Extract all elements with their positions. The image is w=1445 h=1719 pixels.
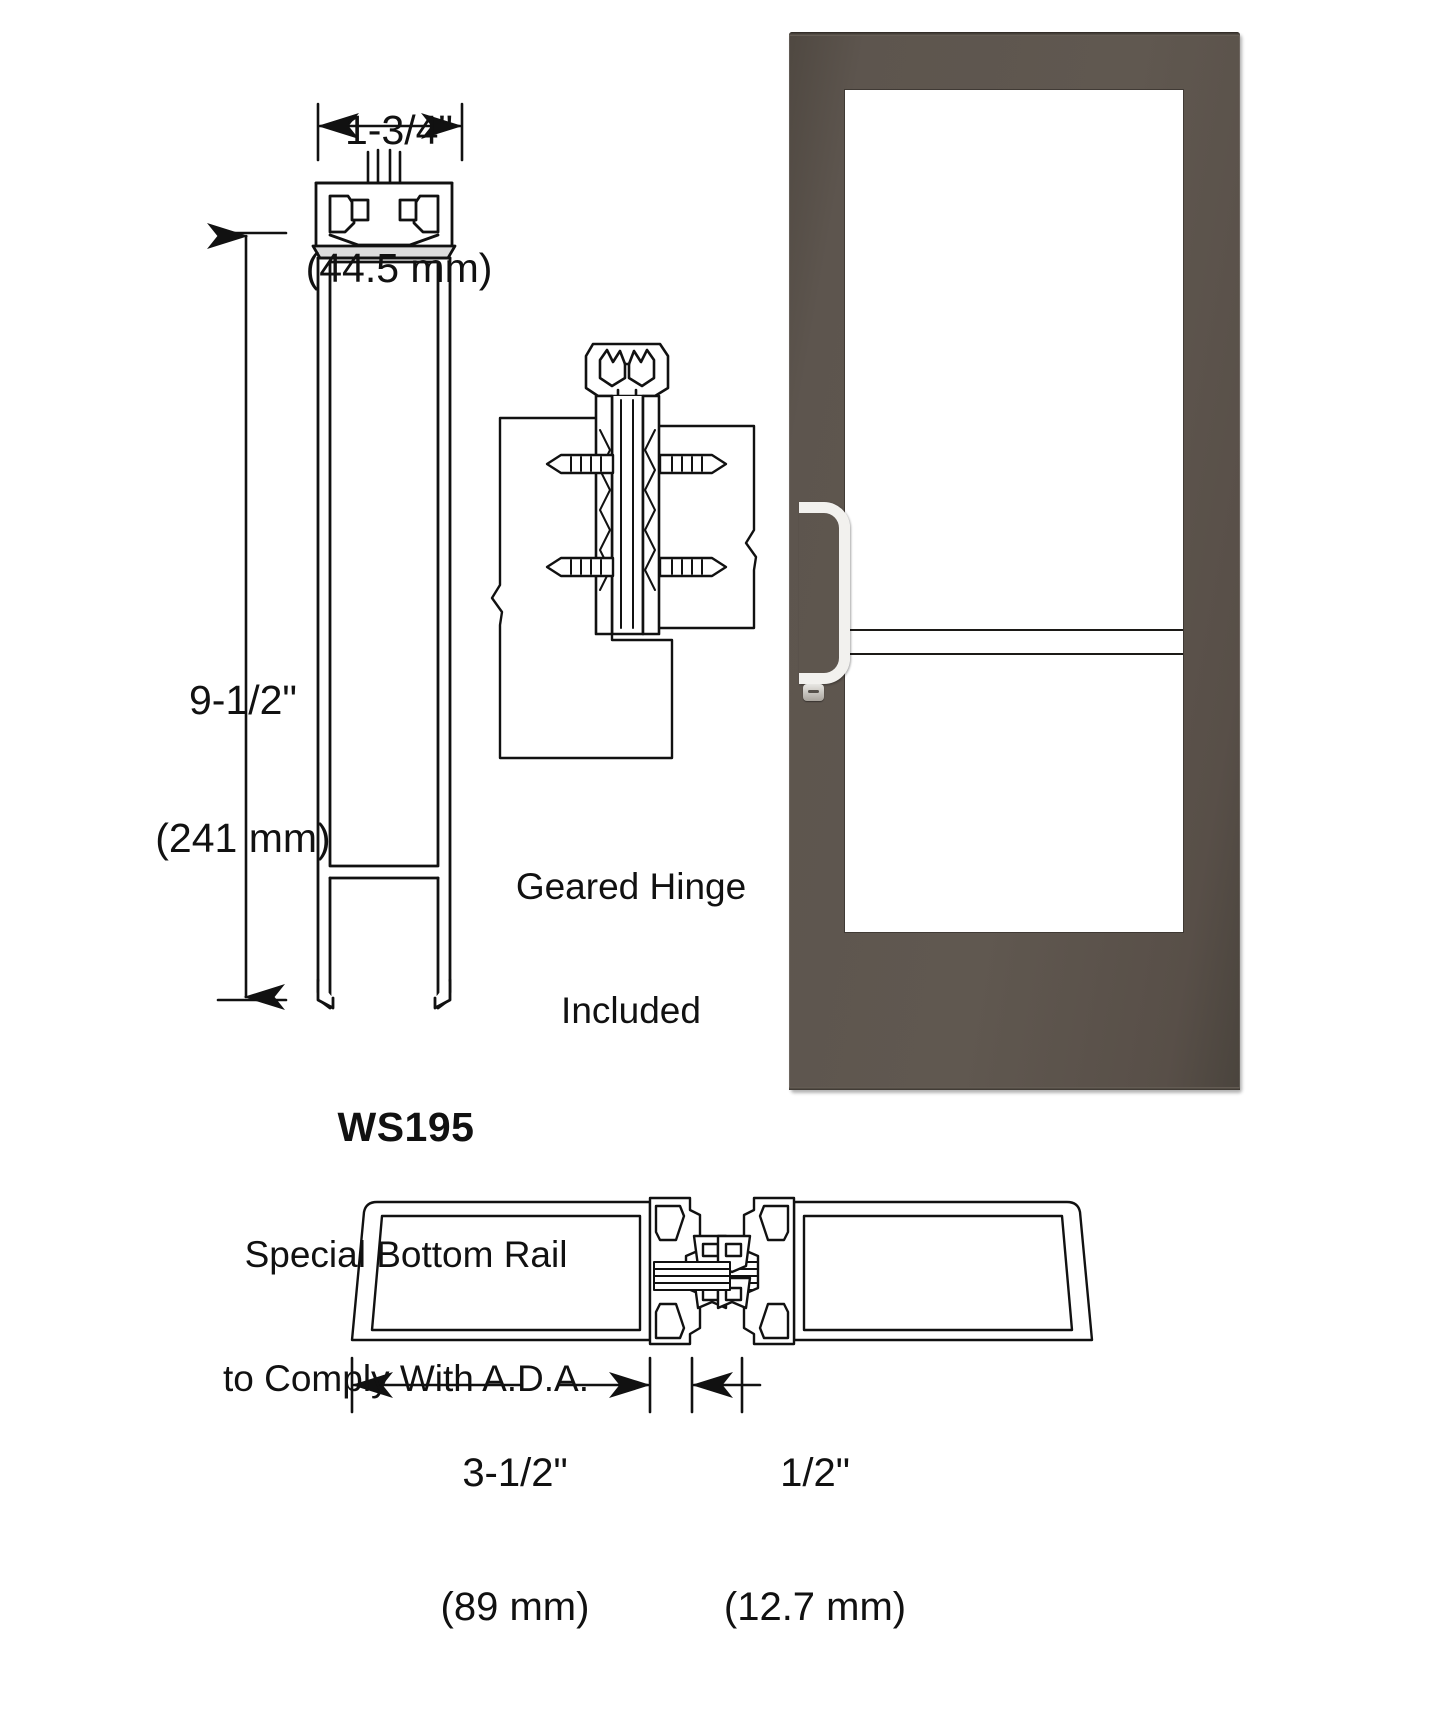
door-elevation <box>789 32 1240 1090</box>
bottom-rail-label: WS195 Special Bottom Rail to Comply With… <box>206 1022 606 1482</box>
glazing-gap-imperial: 1/2" <box>780 1450 850 1495</box>
geared-hinge-label: Geared Hinge Included <box>506 783 756 1115</box>
door-pull-handle[interactable] <box>799 502 850 684</box>
rail-width-imperial: 1-3/4" <box>344 106 453 153</box>
plan-section-right <box>716 1196 1094 1346</box>
geared-hinge-section <box>490 342 758 760</box>
rail-width-metric: (44.5 mm) <box>305 244 493 291</box>
plan-section-left <box>350 1196 728 1346</box>
rail-label-line1: Special Bottom Rail <box>244 1233 568 1275</box>
dimension-label-stile-depth: 3-1/2" (89 mm) <box>400 1361 630 1719</box>
dimension-label-rail-width: 1-3/4" (44.5 mm) <box>264 16 534 383</box>
stile-depth-metric: (89 mm) <box>440 1584 590 1629</box>
product-code: WS195 <box>337 1103 475 1150</box>
dimension-rail-width <box>316 102 464 162</box>
glazing-gap-metric: (12.7 mm) <box>723 1584 907 1629</box>
rail-height-imperial: 9-1/2" <box>188 676 297 723</box>
stile-depth-imperial: 3-1/2" <box>462 1450 568 1495</box>
dimension-rail-height <box>207 223 288 1010</box>
hinge-label-line1: Geared Hinge <box>515 865 747 907</box>
technical-linework <box>207 102 1094 1414</box>
dimension-label-rail-height: 9-1/2" (241 mm) <box>118 586 368 953</box>
door-lock-cylinder[interactable] <box>803 684 824 701</box>
drawing-canvas: 1-3/4" (44.5 mm) 9-1/2" (241 mm) Geared … <box>118 16 1240 1629</box>
plan-glazing-right <box>653 1261 731 1291</box>
door-intermediate-rail <box>845 629 1183 655</box>
dimension-stile-depth <box>350 1356 652 1414</box>
rail-height-metric: (241 mm) <box>155 814 331 861</box>
dimension-glazing-gap <box>690 1356 762 1414</box>
hinge-label-line2: Included <box>561 990 701 1032</box>
rail-label-line2: to Comply With A.D.A. <box>223 1357 589 1399</box>
dimension-label-glazing-gap: 1/2" (12.7 mm) <box>700 1361 930 1719</box>
bottom-rail-section <box>311 148 457 1010</box>
door-glass-lite <box>845 90 1183 932</box>
